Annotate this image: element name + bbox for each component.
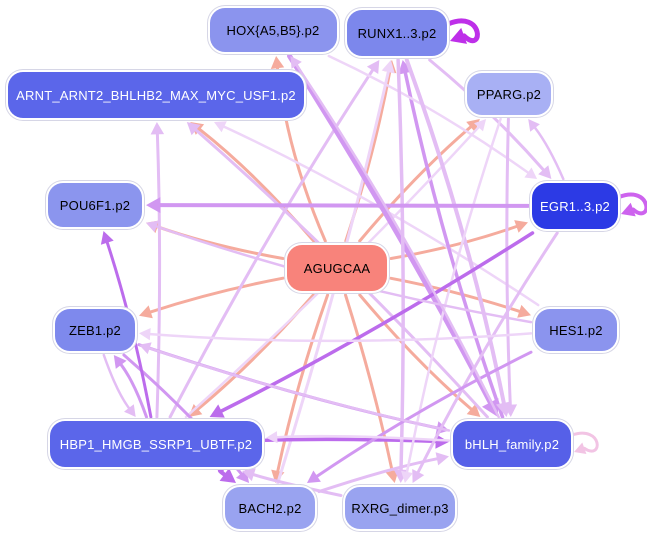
- edge-egr-rxrg: [412, 231, 559, 483]
- node-label: HBP1_HMGB_SSRP1_UBTF.p2: [59, 436, 253, 452]
- edge-hes1-bach2: [307, 350, 533, 483]
- tf-node-hox[interactable]: HOX{A5,B5}.p2: [209, 8, 337, 52]
- arrowhead-icon: [538, 165, 552, 179]
- arrowhead-icon: [474, 119, 487, 132]
- edge-center-zeb1: [139, 276, 285, 319]
- edge-center-hes1: [389, 276, 531, 318]
- arrowhead-icon: [514, 220, 528, 233]
- edge-egr-pparg: [528, 119, 565, 181]
- arrowhead-icon: [466, 403, 481, 417]
- arrowhead-icon: [124, 404, 136, 417]
- arrowhead-icon: [621, 202, 636, 217]
- node-label: bHLH_family.p2: [464, 436, 560, 452]
- edge-hes1-zeb1: [139, 328, 533, 343]
- edge-hbp1-arnt: [150, 122, 165, 419]
- edge-bach2-bhlh: [317, 452, 449, 494]
- node-label: ARNT_ARNT2_BHLHB2_MAX_MYC_USF1.p2: [16, 87, 296, 103]
- arrowhead-icon: [435, 452, 449, 466]
- arrowhead-icon: [209, 404, 225, 418]
- edge-bhlh-hbp1: [266, 431, 451, 444]
- tf-node-runx[interactable]: RUNX1..3.p2: [347, 10, 447, 56]
- arrowhead-icon: [517, 304, 531, 318]
- arrowhead-icon: [266, 431, 278, 444]
- tf-node-bach2[interactable]: BACH2.p2: [225, 487, 315, 529]
- tf-node-arnt[interactable]: ARNT_ARNT2_BHLHB2_MAX_MYC_USF1.p2: [8, 72, 304, 118]
- tf-node-pou6f1[interactable]: POU6F1.p2: [48, 183, 142, 227]
- arrowhead-icon: [450, 27, 467, 44]
- edge-pparg-rxrg: [401, 117, 502, 483]
- arrowhead-icon: [401, 470, 413, 483]
- edge-center-pou6f1: [146, 220, 285, 260]
- arrowhead-icon: [574, 442, 587, 454]
- tf-node-zeb1[interactable]: ZEB1.p2: [55, 309, 135, 351]
- node-label: EGR1..3.p2: [540, 198, 610, 214]
- tf-node-rxrg[interactable]: RXRG_dimer.p3: [345, 487, 455, 529]
- arrowhead-icon: [524, 167, 538, 179]
- node-label: POU6F1.p2: [59, 197, 131, 213]
- arrowhead-icon: [412, 469, 425, 483]
- edge-hbp1-bhlh: [264, 434, 449, 449]
- arrowhead-icon: [113, 355, 127, 369]
- tf-node-hes1[interactable]: HES1.p2: [535, 309, 617, 351]
- edge-hbp1-runx: [168, 60, 380, 419]
- tf-node-pparg[interactable]: PPARG.p2: [467, 73, 551, 115]
- node-label: PPARG.p2: [476, 86, 542, 102]
- arrowhead-icon: [219, 468, 236, 483]
- arrowhead-icon: [139, 305, 153, 319]
- edge-egr-pou6f1: [146, 197, 530, 214]
- tf-node-bhlh[interactable]: bHLH_family.p2: [453, 421, 571, 467]
- arrowhead-icon: [307, 470, 321, 483]
- arrowhead-icon: [139, 328, 151, 341]
- arrowhead-icon: [214, 121, 227, 133]
- edge-runx-bhlh: [404, 58, 512, 417]
- edge-hbp1-zeb1: [113, 355, 148, 419]
- tf-node-hbp1[interactable]: HBP1_HMGB_SSRP1_UBTF.p2: [50, 421, 262, 467]
- arrowhead-icon: [146, 220, 159, 233]
- tf-node-egr[interactable]: EGR1..3.p2: [532, 183, 618, 229]
- edge-hox-egr: [327, 54, 538, 179]
- edge-center-pparg: [358, 119, 480, 243]
- edge-center-bhlh: [358, 293, 481, 417]
- edge-hox-bhlh: [287, 53, 499, 417]
- edge-bhlh-hox: [290, 56, 500, 419]
- node-label: BACH2.p2: [238, 500, 302, 516]
- arrowhead-icon: [482, 398, 499, 417]
- node-label: HES1.p2: [549, 322, 603, 338]
- edge-center-rxrg: [344, 293, 399, 483]
- arrowhead-icon: [242, 468, 256, 482]
- edge-hbp1-bach2: [217, 468, 236, 483]
- arrowhead-icon: [366, 60, 380, 74]
- arrowhead-icon: [146, 197, 161, 214]
- arrowhead-icon: [270, 56, 285, 69]
- self-loop-bhlh: [570, 431, 599, 454]
- edge-egr-hbp1: [209, 231, 535, 418]
- arrowhead-icon: [466, 119, 480, 133]
- edge-center-egr: [389, 220, 528, 260]
- motif-node-center[interactable]: AGUGCAA: [287, 245, 387, 291]
- node-label: ZEB1.p2: [69, 322, 121, 338]
- edge-rxrg-hbp1: [242, 468, 343, 497]
- arrowhead-icon: [150, 122, 165, 135]
- arrowhead-icon: [186, 122, 201, 136]
- node-label: HOX{A5,B5}.p2: [226, 22, 320, 38]
- arrowhead-icon: [290, 56, 302, 69]
- edge-bhlh-zeb1: [139, 342, 451, 432]
- arrowhead-icon: [528, 119, 540, 132]
- arrowhead-icon: [495, 401, 512, 417]
- arrowhead-icon: [100, 231, 114, 245]
- self-loop-runx: [445, 18, 480, 44]
- arrowhead-icon: [435, 434, 449, 449]
- node-label: RUNX1..3.p2: [357, 25, 437, 41]
- edge-zeb1-hbp1: [102, 353, 136, 417]
- arrowhead-icon: [188, 404, 203, 417]
- node-label: AGUGCAA: [303, 260, 371, 276]
- self-loop-egr: [617, 192, 647, 217]
- node-label: RXRG_dimer.p3: [351, 500, 449, 516]
- arrowhead-icon: [139, 342, 152, 355]
- arrowhead-icon: [381, 60, 395, 74]
